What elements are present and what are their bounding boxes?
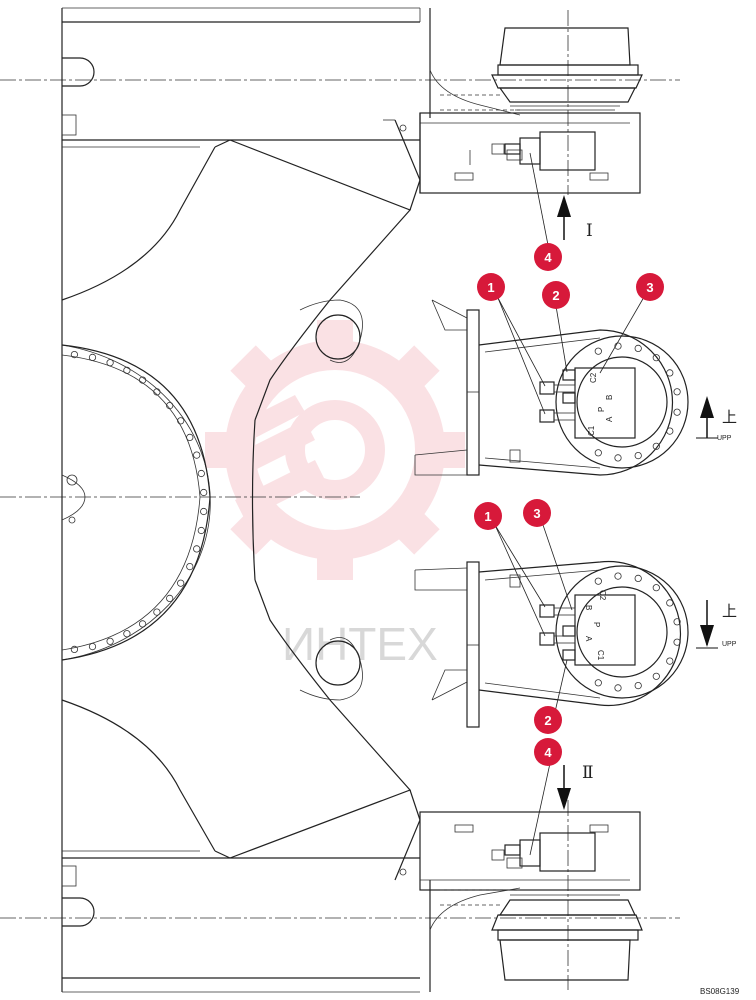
bolt-hole [666, 427, 674, 435]
bolt-hole [200, 488, 208, 497]
bolt-hole [70, 645, 79, 654]
bolt-hole [139, 376, 147, 384]
bolt-hole [652, 584, 660, 592]
port-label-c1-upper: C1 [587, 425, 596, 436]
bolt-hole [614, 454, 622, 462]
port-label-a-lower: A [584, 636, 593, 642]
bolt-hole [153, 388, 161, 396]
down-direction-arrow [696, 600, 718, 649]
svg-text:4: 4 [544, 250, 552, 265]
bolt-hole [177, 579, 185, 587]
callout-2-lower: 2 [534, 706, 562, 734]
bolt-hole [123, 630, 131, 638]
bolt-hole [634, 344, 642, 352]
drawing-code: BS08G139 [700, 987, 740, 996]
port-label-c2-lower: C2 [598, 590, 607, 601]
detail-view-lower [414, 560, 689, 728]
bolt-circle-lower [594, 572, 681, 692]
callout-4-upper: 4 [534, 243, 562, 271]
down-kanji-label: 上 [722, 602, 737, 620]
bolt-hole [106, 359, 114, 367]
svg-text:4: 4 [544, 745, 552, 760]
bolt-hole [88, 353, 97, 361]
bolt-hole [193, 451, 201, 459]
bolt-hole [166, 594, 174, 603]
bolt-holes [70, 350, 208, 654]
bolt-hole [197, 526, 205, 535]
bolt-hole [666, 657, 674, 665]
bolt-hole [652, 354, 660, 362]
view-arrow-ii [557, 765, 571, 810]
svg-text:2: 2 [552, 288, 559, 303]
bolt-hole [634, 451, 642, 460]
port-label-b-upper: B [605, 395, 614, 400]
view-label-i: Ⅰ [586, 221, 593, 241]
callout-3-lower: 3 [523, 499, 551, 527]
bolt-hole [197, 469, 205, 478]
bolt-hole [614, 572, 622, 580]
svg-text:1: 1 [487, 280, 494, 295]
bolt-circle-upper [594, 342, 681, 462]
bolt-hole [673, 638, 681, 646]
callout-1-upper: 1 [477, 273, 505, 301]
bolt-hole [673, 388, 681, 396]
port-label-a-upper: A [605, 416, 614, 422]
bolt-hole [177, 417, 185, 425]
bolt-hole [594, 347, 602, 355]
up-direction-arrow [696, 396, 718, 439]
bolt-hole [106, 637, 114, 645]
port-label-b-lower: B [584, 605, 593, 610]
view-label-ii: Ⅱ [582, 763, 594, 783]
callout-4-lower: 4 [534, 738, 562, 766]
callout-3-upper: 3 [636, 273, 664, 301]
bolt-hole [70, 350, 79, 359]
bolt-hole [594, 679, 602, 687]
detail-view-upper [414, 299, 689, 476]
bolt-hole [634, 574, 642, 583]
svg-text:1: 1 [484, 509, 491, 524]
watermark-logo [205, 320, 465, 580]
bolt-hole [673, 618, 681, 626]
bolt-hole [139, 620, 147, 628]
down-text-label: UPP [722, 641, 737, 648]
bolt-hole [186, 433, 194, 441]
bolt-hole [186, 562, 194, 571]
svg-text:3: 3 [533, 506, 540, 521]
bolt-hole [123, 366, 131, 374]
bolt-hole [614, 342, 622, 350]
svg-text:2: 2 [544, 713, 551, 728]
view-arrow-i [557, 195, 571, 240]
bolt-hole [652, 672, 660, 680]
port-label-c2-upper: C2 [589, 372, 598, 383]
bolt-hole [673, 408, 681, 416]
bolt-hole [166, 401, 174, 410]
port-label-c1-lower: C1 [596, 650, 605, 661]
svg-text:3: 3 [646, 280, 653, 295]
bolt-hole [666, 369, 674, 377]
bolt-hole [652, 442, 660, 450]
track-frame [61, 7, 431, 993]
bolt-hole [666, 599, 674, 607]
port-label-p-upper: P [597, 407, 606, 412]
travel-motor-bottom [399, 811, 643, 981]
callout-2-upper: 2 [542, 281, 570, 309]
bolt-hole [594, 577, 602, 585]
bolt-hole [614, 684, 622, 692]
bolt-hole [193, 545, 201, 553]
callout-1-lower: 1 [474, 502, 502, 530]
swing-bearing [61, 344, 211, 661]
leader-lines [494, 152, 645, 856]
up-text-label: UPP [717, 435, 732, 442]
bolt-hole [634, 681, 642, 690]
bolt-hole [594, 449, 602, 457]
bolt-hole [88, 642, 97, 651]
bolt-hole [200, 507, 208, 516]
travel-motor-top [399, 27, 643, 194]
bolt-hole [153, 608, 161, 616]
port-label-p-lower: P [592, 622, 601, 627]
up-kanji-label: 上 [722, 408, 737, 426]
